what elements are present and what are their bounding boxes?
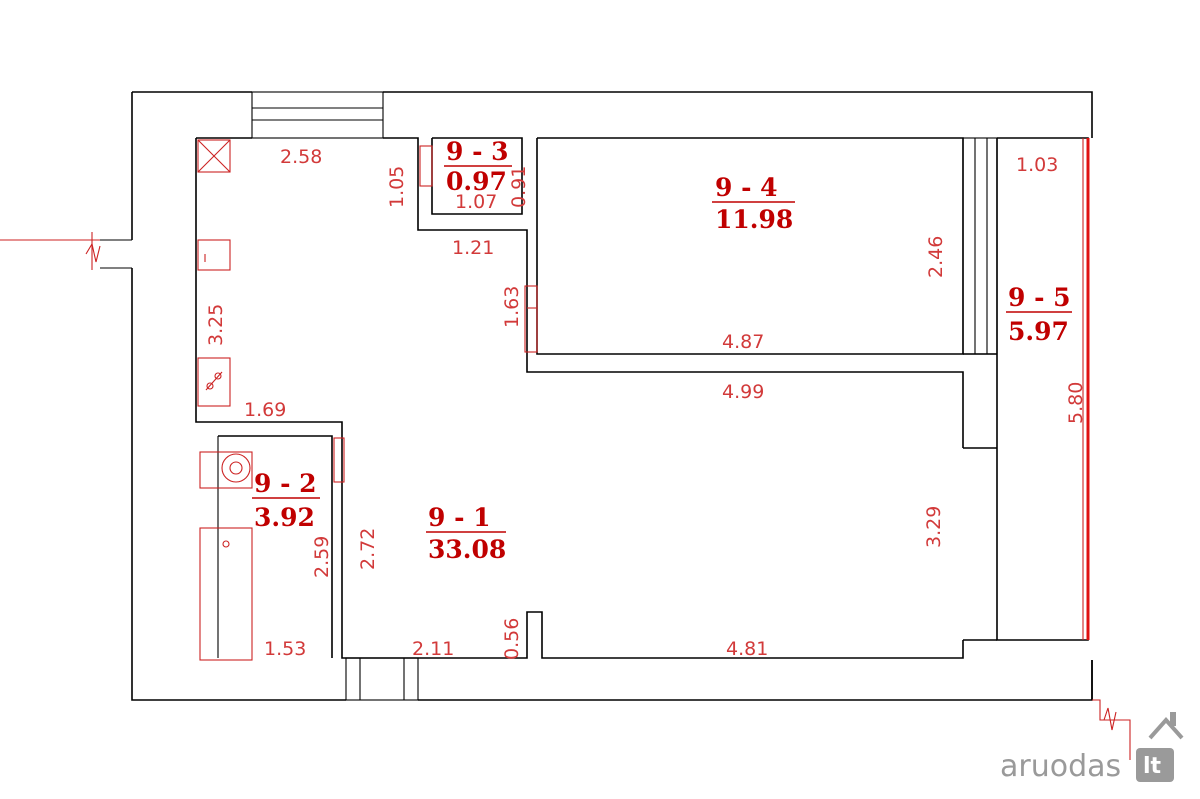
dim-3-25: 3.25 (205, 304, 227, 346)
outlet-icon (197, 239, 231, 271)
room-id: 9 - 1 (428, 503, 491, 532)
room-9-3: 9 - 3 0.97 (444, 137, 512, 196)
dim-1-03: 1.03 (1016, 154, 1058, 176)
room-id: 9 - 3 (446, 137, 509, 166)
dim-1-69: 1.69 (244, 399, 286, 421)
dim-1-53: 1.53 (264, 638, 306, 660)
entrance-marker (0, 232, 1117, 731)
room-area: 11.98 (715, 205, 793, 234)
room-9-2: 9 - 2 3.92 (252, 469, 320, 532)
ventilation-icon (197, 139, 231, 173)
dim-0-91: 0.91 (508, 166, 530, 208)
dim-2-46: 2.46 (925, 236, 947, 278)
room-9-4: 9 - 4 11.98 (712, 173, 795, 234)
room-9-5: 9 - 5 5.97 (1006, 283, 1072, 346)
room-area: 3.92 (254, 503, 315, 532)
room-9-1: 9 - 1 33.08 (426, 503, 506, 564)
washing-machine-icon (199, 451, 253, 489)
room-area: 5.97 (1008, 317, 1069, 346)
outer-walls (100, 91, 1093, 701)
fixtures (197, 139, 1131, 760)
doors (333, 145, 538, 483)
room-id: 9 - 5 (1008, 283, 1071, 312)
dim-4-87: 4.87 (722, 331, 764, 353)
dim-1-63: 1.63 (501, 286, 523, 328)
room-area: 33.08 (428, 535, 506, 564)
watermark-tld-badge (1136, 748, 1174, 782)
house-roof-icon (1148, 712, 1184, 740)
dim-4-99: 4.99 (722, 381, 764, 403)
room-labels: 9 - 1 33.08 9 - 2 3.92 9 - 3 0.97 9 - 4 … (252, 137, 1072, 564)
dim-2-58: 2.58 (280, 146, 322, 168)
windows (251, 91, 1090, 701)
watermark-brand: aruodas (1000, 749, 1121, 784)
dim-1-07: 1.07 (455, 191, 497, 213)
dim-2-72: 2.72 (357, 528, 379, 570)
dim-2-11: 2.11 (412, 638, 454, 660)
dim-2-59: 2.59 (311, 536, 333, 578)
watermark-tld: lt (1143, 754, 1162, 779)
dimension-labels: 2.58 1.05 1.07 0.91 1.21 1.63 3.25 1.69 … (205, 146, 1087, 660)
room-area: 0.97 (446, 167, 507, 196)
room-id: 9 - 4 (715, 173, 778, 202)
dim-5-80: 5.80 (1065, 382, 1087, 424)
dim-1-21: 1.21 (452, 237, 494, 259)
dim-1-05: 1.05 (386, 166, 408, 208)
stove-icon (197, 357, 231, 407)
watermark: aruodas lt (1000, 712, 1184, 784)
dim-3-29: 3.29 (923, 506, 945, 548)
dim-0-56: 0.56 (501, 618, 523, 660)
bathtub-icon (199, 527, 253, 661)
dim-4-81: 4.81 (726, 638, 768, 660)
room-id: 9 - 2 (254, 469, 317, 498)
